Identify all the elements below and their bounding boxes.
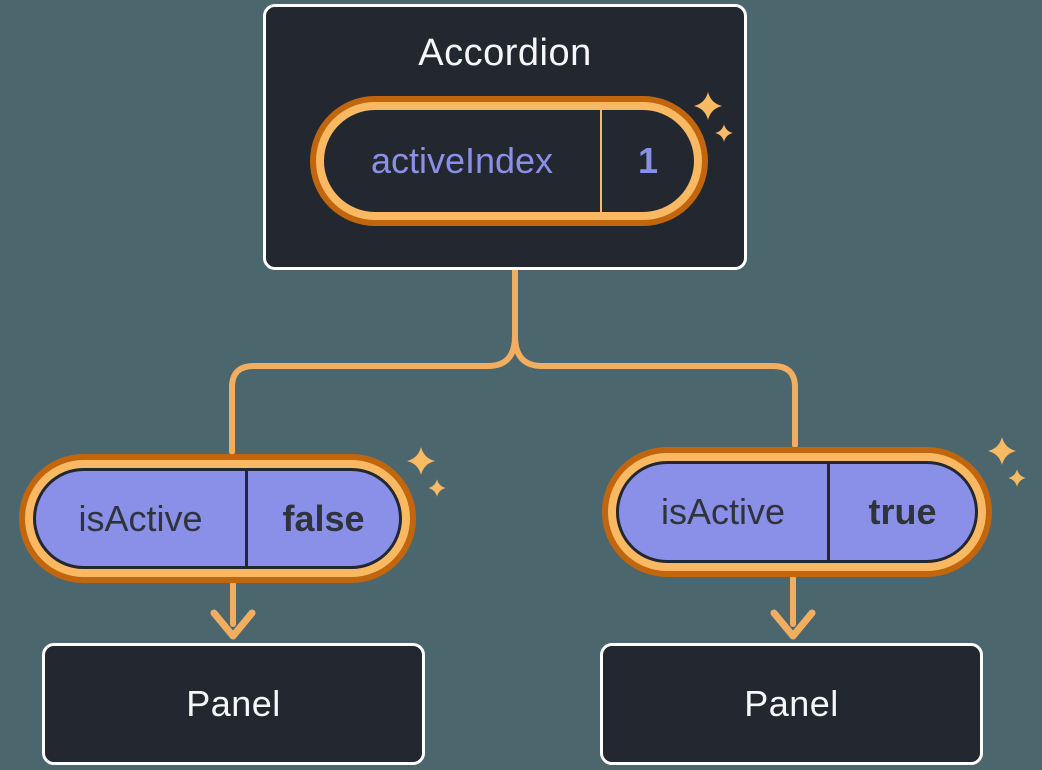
sparkle-icon [1008,469,1026,487]
prop-name-label: isActive [660,491,786,532]
sparkle-icon [694,92,722,120]
pill-divider [600,110,602,212]
pill-divider [827,464,830,560]
arrow-down-left-icon [210,581,256,640]
state-name-label: activeIndex [370,140,554,181]
accordion-component-box: Accordion activeIndex 1 [263,4,747,270]
state-value-label: 1 [637,140,659,181]
panel-label: Panel [744,683,839,724]
prop-value-label: true [868,491,937,532]
sparkle-icon [988,437,1016,465]
prop-pill-isactive-false: isActive false [33,468,402,569]
sparkle-icon [407,447,435,475]
branch-right-line [512,333,798,448]
pill-divider [245,471,248,566]
sparkle-icon [715,124,733,142]
arrow-down-right-icon [770,575,816,640]
accordion-title: Accordion [418,32,592,74]
sparkle-icon [428,479,446,497]
prop-name-label: isActive [78,497,203,539]
branch-left-line [229,333,518,455]
state-pill-activeindex: activeIndex 1 [316,102,702,220]
prop-pill-isactive-true: isActive true [616,461,978,563]
prop-value-label: false [282,497,365,539]
panel-box-right: Panel [600,643,983,765]
panel-label: Panel [186,683,281,724]
panel-box-left: Panel [42,643,425,765]
